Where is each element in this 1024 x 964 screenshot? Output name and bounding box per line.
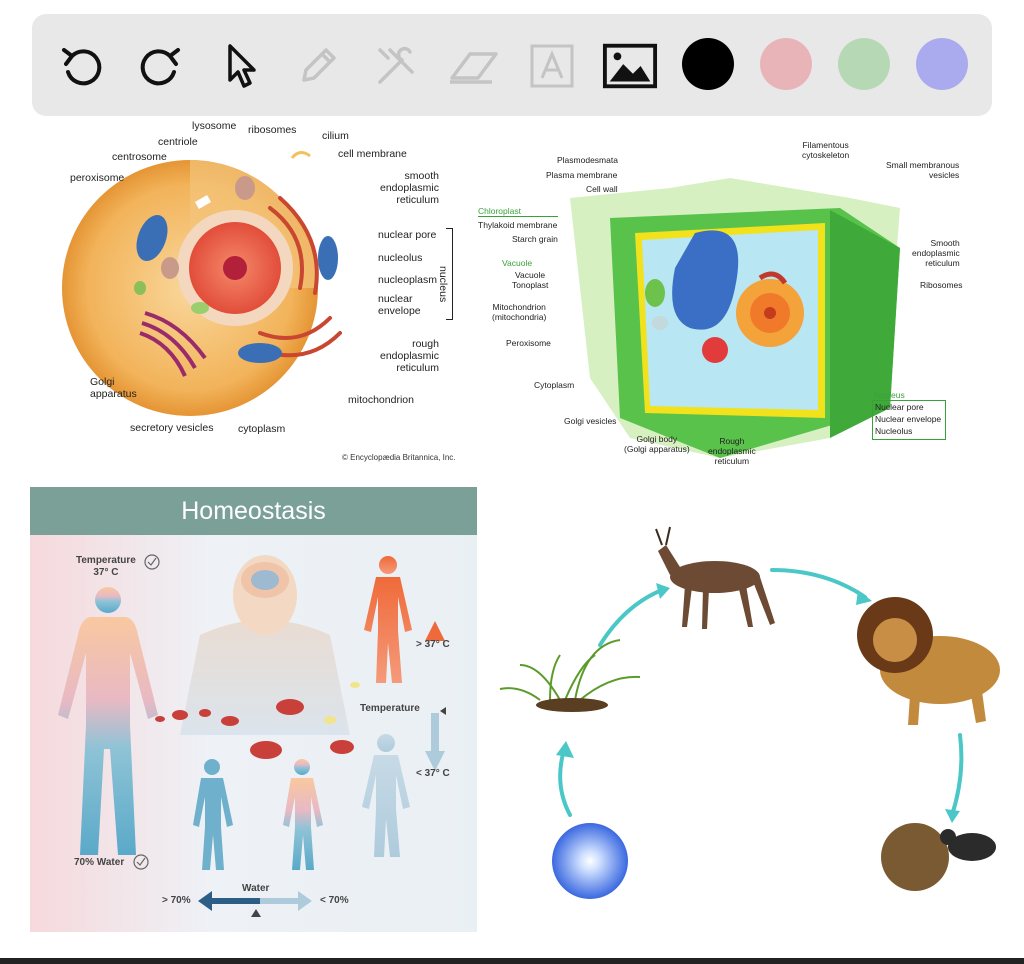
pencil-icon[interactable] (290, 38, 346, 94)
high-water-label: > 70% (162, 895, 191, 906)
plant-label-vacuole: Vacuole (515, 270, 546, 280)
plant-label-vacuole-group: Vacuole (502, 258, 533, 268)
plant-label-starch: Starch grain (512, 234, 558, 244)
label-smooth-er: smooth endoplasmic reticulum (380, 170, 439, 206)
text-icon[interactable] (524, 38, 580, 94)
plant-label-filamentous: Filamentous cytoskeleton (802, 140, 850, 160)
homeostasis-title: Homeostasis (30, 487, 477, 535)
bottom-border (0, 958, 1024, 964)
label-peroxisome: peroxisome (70, 172, 125, 184)
temperature-ok-label: Temperature 37° C (76, 555, 136, 578)
plant-label-smooth-er: Smooth endoplasmic reticulum (912, 238, 960, 268)
color-lavender-swatch[interactable] (916, 38, 968, 90)
water-label: Water (242, 883, 270, 894)
label-rough-er: rough endoplasmic reticulum (380, 338, 439, 374)
grass-icon (499, 639, 641, 712)
label-cilium: cilium (322, 130, 349, 142)
animal-cell-illustration (62, 151, 342, 416)
food-chain-diagram (490, 515, 1010, 925)
plant-cell-diagram: Plasmodesmata Plasma membrane Cell wall … (470, 138, 970, 468)
high-temp-label: > 37° C (416, 639, 450, 650)
nucleus-bracket (446, 228, 453, 320)
lion-icon (857, 597, 1000, 725)
image-icon[interactable] (602, 38, 658, 94)
eraser-icon[interactable] (446, 38, 502, 94)
plant-label-golgi-vesicles: Golgi vesicles (564, 416, 617, 426)
plant-label-thylakoid: Thylakoid membrane (478, 220, 558, 230)
low-water-label: < 70% (320, 895, 349, 906)
antelope-icon (655, 526, 775, 629)
animal-cell-diagram: lysosome ribosomes centriole cilium cent… (60, 118, 480, 468)
plant-label-nuclear-envelope: Nuclear envelope (875, 414, 942, 424)
label-ribosomes: ribosomes (248, 124, 297, 136)
plant-label-rough-er: Rough endoplasmic reticulum (708, 436, 756, 466)
redo-icon[interactable] (132, 38, 188, 94)
plant-label-plasmodesmata: Plasmodesmata (557, 155, 618, 165)
arrow-icon (558, 568, 964, 817)
label-centriole: centriole (158, 136, 198, 148)
pointer-icon[interactable] (212, 38, 268, 94)
label-mitochondrion: mitochondrion (348, 394, 414, 406)
plant-label-golgi-body: Golgi body (Golgi apparatus) (624, 434, 690, 454)
label-golgi: Golgi apparatus (90, 376, 137, 400)
plant-label-mitochondrion: Mitochondrion (mitochondria) (492, 302, 547, 322)
color-pink-swatch[interactable] (760, 38, 812, 90)
tools-icon[interactable] (368, 38, 424, 94)
label-secretory-vesicles: secretory vesicles (130, 422, 214, 434)
plant-label-cytoplasm: Cytoplasm (534, 380, 575, 390)
small-mixed-figure (283, 759, 323, 870)
label-nucleolus: nucleolus (378, 252, 423, 264)
big-human-figure (58, 587, 158, 855)
homeostasis-illustration (58, 554, 446, 917)
label-nuclear-pore: nuclear pore (378, 229, 437, 241)
plant-label-ribosomes: Ribosomes (920, 280, 963, 290)
temperature-label: Temperature (360, 703, 420, 714)
low-temp-label: < 37° C (416, 768, 450, 779)
plant-label-nuclear-pore: Nuclear pore (875, 402, 924, 412)
nucleus-group-box (872, 400, 946, 440)
toolbar (32, 14, 992, 116)
color-green-swatch[interactable] (838, 38, 890, 90)
label-nuclear-envelope: nuclear envelope (378, 293, 421, 317)
cold-human-figure (362, 734, 410, 857)
sun-icon (552, 823, 628, 899)
plant-label-tonoplast: Tonoplast (512, 280, 549, 290)
label-cell-membrane: cell membrane (338, 148, 407, 160)
britannica-credit: © Encyclopædia Britannica, Inc. (342, 453, 456, 462)
check-icon (133, 554, 160, 870)
undo-icon[interactable] (54, 38, 110, 94)
hot-human-figure (364, 556, 412, 683)
small-blue-figure (193, 759, 233, 870)
color-black-swatch[interactable] (682, 38, 734, 90)
plant-label-plasma-membrane: Plasma membrane (546, 170, 618, 180)
label-nucleoplasm: nucleoplasm (378, 274, 437, 286)
plant-cell-illustration (570, 178, 900, 458)
plant-label-peroxisome: Peroxisome (506, 338, 551, 348)
dung-beetle-icon (881, 823, 996, 891)
label-centrosome: centrosome (112, 151, 167, 163)
plant-label-nucleus-group: Nucleus (874, 390, 905, 400)
plant-label-nucleolus: Nucleolus (875, 426, 913, 436)
plant-label-cell-wall: Cell wall (586, 184, 618, 194)
label-cytoplasm: cytoplasm (238, 423, 286, 435)
homeostasis-panel: Temperature 37° C 70% Water > 37° C Temp… (30, 535, 477, 932)
plant-label-small-vesicles: Small membranous vesicles (886, 160, 960, 180)
label-lysosome: lysosome (192, 120, 237, 132)
label-nucleus: nucleus (437, 266, 449, 303)
water-ok-label: 70% Water (74, 857, 125, 868)
plant-label-chloroplast: Chloroplast (478, 206, 558, 217)
